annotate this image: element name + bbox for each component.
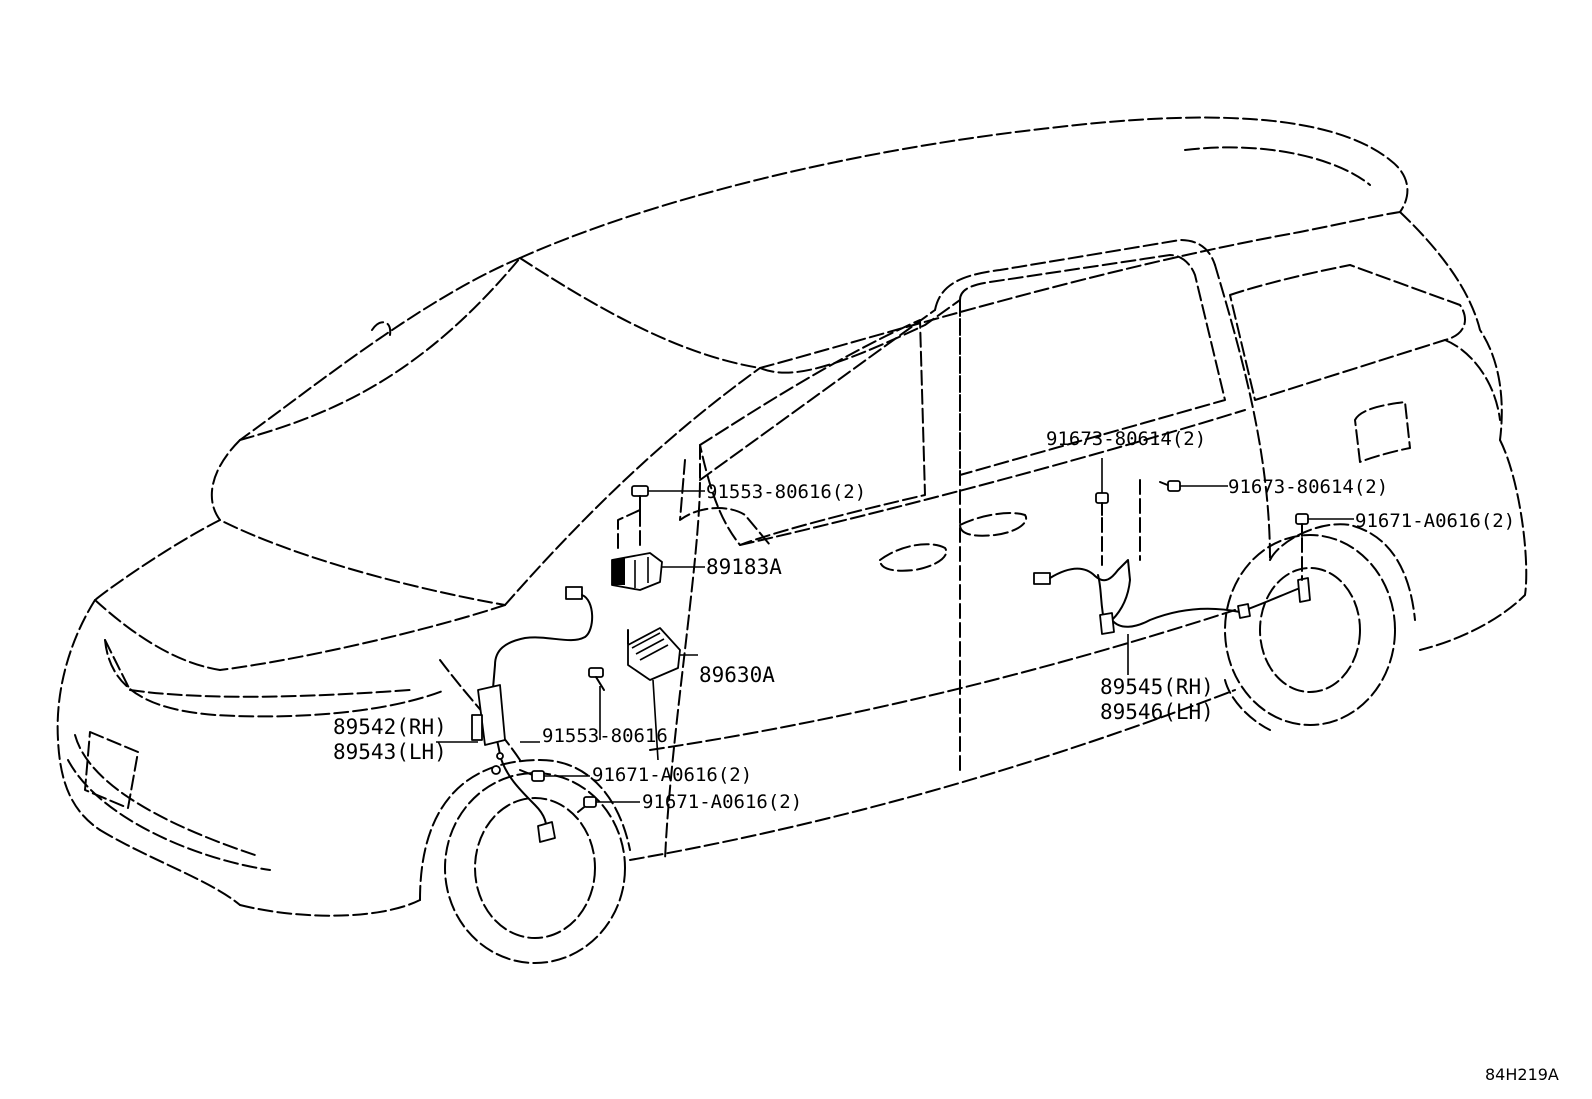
bolt-91553-80616-upper (617, 485, 649, 549)
callout-91553-80616: 91553-80616 (542, 725, 668, 747)
ecu-89630A (627, 627, 681, 681)
callout-89183A: 89183A (706, 555, 782, 579)
front-speed-sensor-harness (471, 586, 594, 843)
illustration-code: 84H219A (1485, 1065, 1559, 1084)
callout-91673-80614-2-a: 91673-80614(2) (1046, 428, 1206, 450)
bolt-91673-80614-rear-2 (1139, 479, 1181, 561)
bolt-91671-A0616-front-2 (577, 796, 597, 813)
callout-91671-A0616-2-a: 91671-A0616(2) (592, 764, 752, 786)
callout-89630A: 89630A (699, 663, 775, 687)
vehicle-body-outline (56, 116, 1528, 964)
callout-89545-rh: 89545(RH) (1100, 675, 1214, 699)
callout-91671-A0616-2-c: 91671-A0616(2) (1355, 510, 1515, 532)
callout-91553-80616-2: 91553-80616(2) (706, 481, 866, 503)
callout-89543-lh: 89543(LH) (333, 740, 447, 764)
callout-91673-80614-2-b: 91673-80614(2) (1228, 476, 1388, 498)
callout-89546-lh: 89546(LH) (1100, 700, 1214, 724)
rear-speed-sensor-harness (1033, 559, 1311, 635)
bolt-91671-A0616-front-1 (519, 769, 545, 782)
bolt-91673-80614-rear-1 (1095, 492, 1109, 566)
module-89183A (611, 552, 663, 591)
callout-labels: 91553-80616(2) 89183A 89630A 89542(RH) 8… (333, 428, 1559, 1084)
bolt-91553-80616-lower (588, 667, 605, 691)
callout-89542-rh: 89542(RH) (333, 715, 447, 739)
callout-91671-A0616-2-b: 91671-A0616(2) (642, 791, 802, 813)
leader-lines (436, 458, 1354, 803)
